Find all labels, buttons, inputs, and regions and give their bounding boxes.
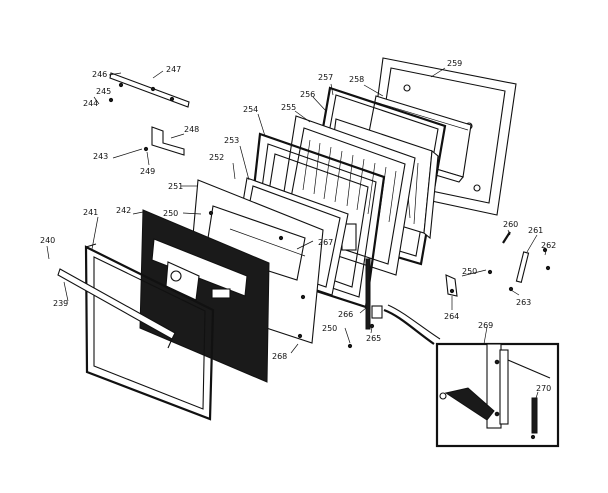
callout-251: 251 [168, 182, 183, 191]
callout-labels: 246 247 245 244 248 243 249 257 258 259 … [40, 59, 556, 393]
callout-240: 240 [40, 236, 55, 245]
callout-239: 239 [53, 299, 68, 308]
callout-250-bottom: 250 [322, 324, 337, 333]
callout-256: 256 [300, 90, 315, 99]
callout-268: 268 [272, 352, 287, 361]
callout-250-left: 250 [163, 209, 178, 218]
callout-267: 267 [318, 238, 333, 247]
hinge-parts-260-264 [445, 231, 551, 297]
top-trim-strip-246 [108, 72, 190, 108]
callout-261: 261 [528, 226, 543, 235]
vent-bracket-248 [143, 126, 185, 156]
leader-lines [46, 67, 547, 399]
outer-door-frame-241 [84, 243, 215, 421]
callout-252: 252 [209, 153, 224, 162]
callout-241: 241 [83, 208, 98, 217]
callout-270: 270 [536, 384, 551, 393]
callout-249: 249 [140, 167, 155, 176]
callout-244: 244 [83, 99, 98, 108]
callout-248: 248 [184, 125, 199, 134]
callout-262: 262 [541, 241, 556, 250]
door-handle-239 [57, 268, 176, 349]
callout-254: 254 [243, 105, 258, 114]
callout-260: 260 [503, 220, 518, 229]
callout-246: 246 [92, 70, 107, 79]
hinge-detail-inset-269 [435, 342, 560, 448]
callout-247: 247 [166, 65, 181, 74]
callout-253: 253 [224, 136, 239, 145]
callout-265: 265 [366, 334, 381, 343]
callout-245: 245 [96, 87, 111, 96]
callout-266: 266 [338, 310, 353, 319]
callout-242: 242 [116, 206, 131, 215]
callout-264: 264 [444, 312, 459, 321]
callout-255: 255 [281, 103, 296, 112]
hinge-rod-266 [347, 258, 441, 349]
callout-259: 259 [447, 59, 462, 68]
callout-269: 269 [478, 321, 493, 330]
callout-258: 258 [349, 75, 364, 84]
callout-250-right: 250 [462, 267, 477, 276]
callout-243: 243 [93, 152, 108, 161]
callout-263: 263 [516, 298, 531, 307]
callout-257: 257 [318, 73, 333, 82]
